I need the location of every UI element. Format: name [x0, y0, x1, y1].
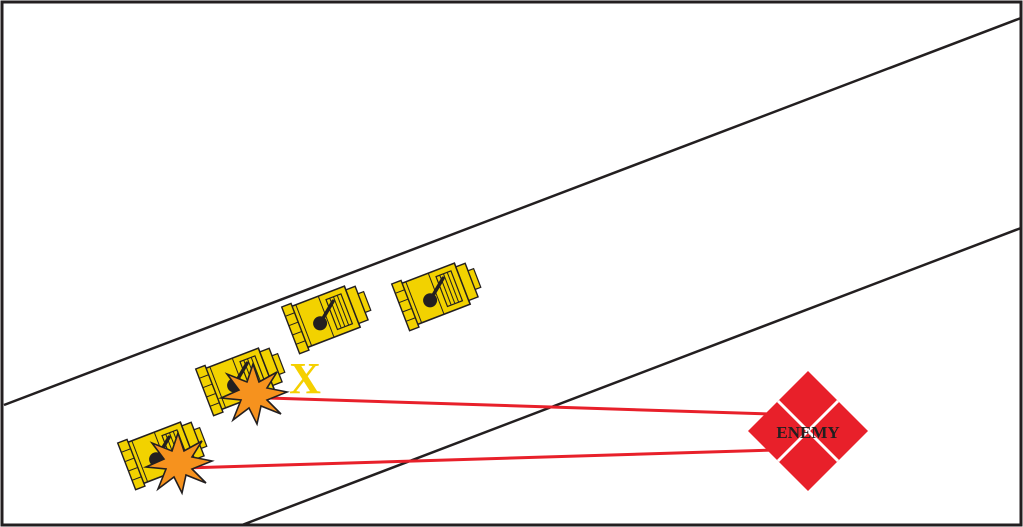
road-edge-upper — [4, 18, 1021, 405]
vehicle-4 — [392, 255, 486, 331]
road-edge-lower — [242, 228, 1021, 525]
armored-vehicle-icon — [282, 278, 376, 354]
enemy-symbol: ENEMY — [748, 371, 868, 491]
enemy-label: ENEMY — [776, 423, 839, 442]
armored-vehicle-icon — [392, 255, 486, 331]
x-marker: X — [289, 354, 321, 403]
vehicle-3 — [282, 278, 376, 354]
fire-line-lower — [185, 450, 776, 468]
fire-line-upper — [268, 398, 770, 414]
